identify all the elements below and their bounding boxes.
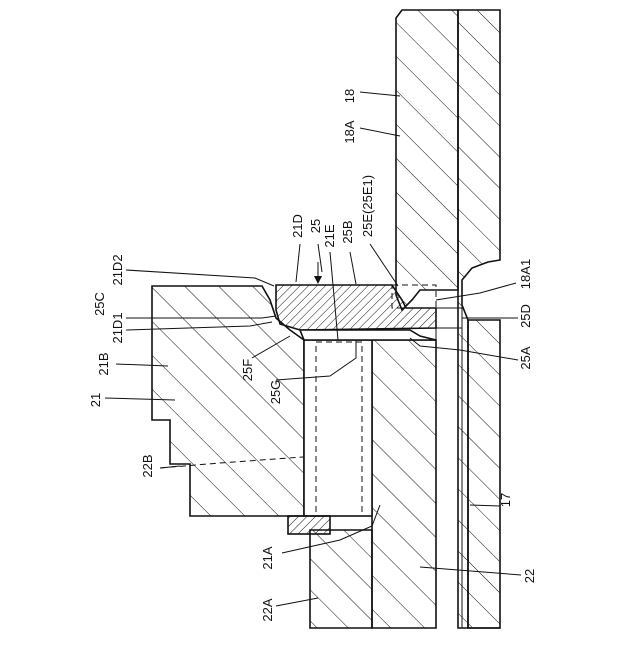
part-17-body-lower <box>468 320 500 628</box>
label-21D1: 21D1 <box>110 312 125 343</box>
label-21A: 21A <box>260 546 275 569</box>
label-21D2: 21D2 <box>110 254 125 285</box>
label-25B: 25B <box>340 220 355 243</box>
label-21E: 21E <box>322 224 337 247</box>
part-18-panel <box>396 10 458 310</box>
label-18A1: 18A1 <box>518 259 533 289</box>
label-25: 25 <box>308 219 323 233</box>
label-25F: 25F <box>240 359 255 381</box>
label-22B: 22B <box>140 454 155 477</box>
label-22: 22 <box>522 569 537 583</box>
label-25A: 25A <box>518 346 533 369</box>
label-21: 21 <box>88 393 103 407</box>
label-21B: 21B <box>96 352 111 375</box>
pad-21A <box>288 516 330 534</box>
part-22-panel <box>372 340 436 628</box>
label-18A: 18A <box>342 120 357 143</box>
arrow-25-head <box>314 276 322 284</box>
tab-25A <box>300 330 436 340</box>
label-25G: 25G <box>268 380 283 405</box>
label-25E: 25E(25E1) <box>360 175 375 237</box>
label-22A: 22A <box>260 598 275 621</box>
label-17: 17 <box>498 493 513 507</box>
label-21D: 21D <box>290 214 305 238</box>
label-18: 18 <box>342 89 357 103</box>
label-25C: 25C <box>92 292 107 316</box>
label-25D: 25D <box>518 304 533 328</box>
